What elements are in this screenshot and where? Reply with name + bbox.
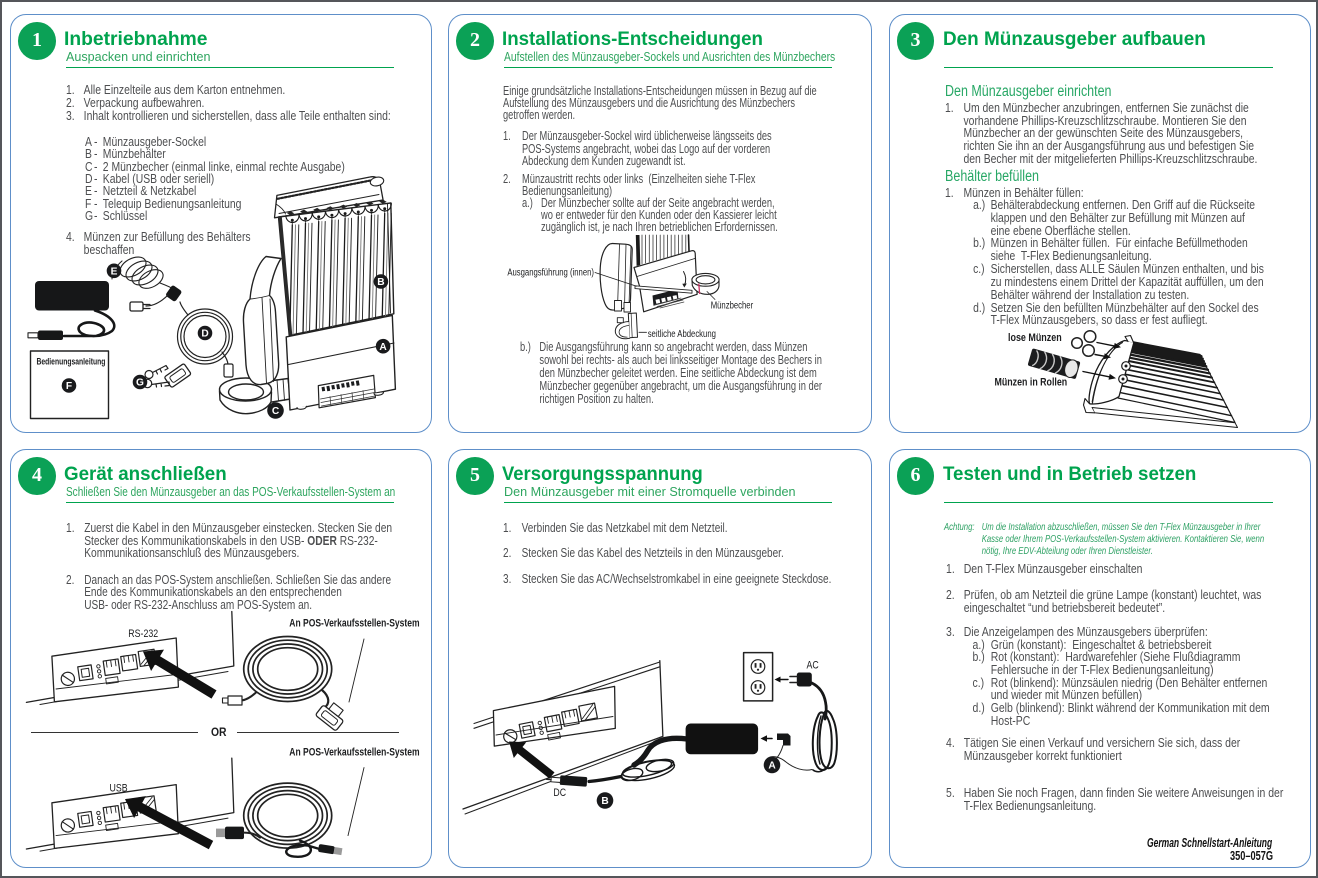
- svg-text:A: A: [379, 342, 387, 353]
- svg-text:Ausgangsführung (innen): Ausgangsführung (innen): [507, 266, 594, 277]
- svg-text:Münzbecher: Münzbecher: [711, 300, 753, 311]
- svg-text:USB: USB: [110, 783, 128, 795]
- svg-text:DC: DC: [553, 787, 566, 799]
- svg-text:OR: OR: [211, 727, 227, 740]
- svg-text:An POS-Verkaufsstellen-System: An POS-Verkaufsstellen-System: [289, 747, 420, 759]
- svg-text:A: A: [768, 761, 776, 772]
- svg-text:B: B: [601, 796, 608, 807]
- svg-text:Bedienungsanleitung: Bedienungsanleitung: [37, 356, 106, 366]
- svg-text:G: G: [136, 378, 144, 389]
- svg-text:B: B: [377, 277, 384, 288]
- svg-text:F: F: [66, 381, 72, 392]
- svg-text:Münzen in Rollen: Münzen in Rollen: [995, 377, 1068, 389]
- svg-text:lose Münzen: lose Münzen: [1008, 332, 1062, 344]
- svg-text:RS-232: RS-232: [128, 628, 158, 640]
- svg-text:C: C: [272, 406, 280, 417]
- svg-text:seitliche Abdeckung: seitliche Abdeckung: [648, 328, 716, 339]
- svg-text:An POS-Verkaufsstellen-System: An POS-Verkaufsstellen-System: [289, 618, 420, 630]
- svg-text:D: D: [201, 329, 208, 340]
- svg-text:E: E: [111, 266, 118, 277]
- svg-text:AC: AC: [807, 660, 819, 672]
